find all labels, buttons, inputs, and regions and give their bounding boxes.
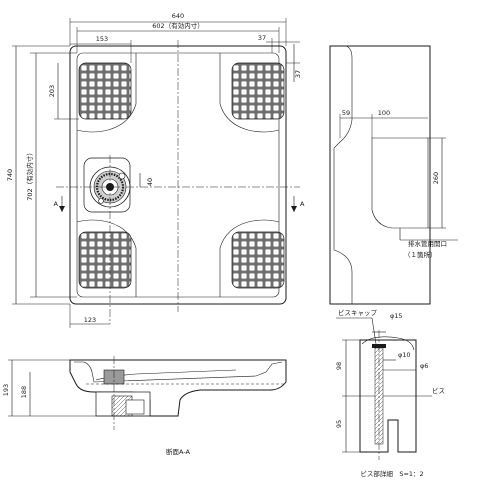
dia-15: φ15 <box>390 312 403 320</box>
screw-detail: ビスキャップ φ15 φ10 φ6 ビス 98 95 ビス部詳細 S=1：2 <box>335 308 445 478</box>
dim-98: 98 <box>335 362 343 370</box>
tray-wall-curve <box>76 219 137 297</box>
dim-640: 640 <box>172 12 184 20</box>
side-outline <box>329 45 431 305</box>
screw-top-curve <box>361 336 415 351</box>
pad-top-right <box>231 62 285 120</box>
section-mark-right: A <box>300 200 305 208</box>
screw-caption: ビス部詳細 S=1：2 <box>360 469 423 478</box>
dim-95: 95 <box>335 420 343 428</box>
dim-740: 740 <box>6 169 14 181</box>
tray-wall-curve <box>76 53 137 133</box>
section-view: 193 188 断面A-A <box>2 356 287 456</box>
dim-260: 260 <box>432 172 440 184</box>
section-mark-left: A <box>54 200 59 208</box>
dim-37-top: 37 <box>294 70 302 78</box>
tray-wall-curve <box>219 219 280 297</box>
screw-label: ビス <box>432 386 445 395</box>
dim-40: 40 <box>146 178 154 186</box>
dim-37-right: 37 <box>258 34 266 42</box>
top-view: 640 602（有効内寸） 153 37 37 203 740 702（有効内寸… <box>6 12 305 328</box>
dim-188: 188 <box>20 386 28 398</box>
dia-6: φ6 <box>420 362 428 370</box>
dim-602: 602（有効内寸） <box>152 21 203 30</box>
side-view: 59 100 260 排水管用開口 （１箇所） <box>329 45 458 305</box>
side-profile <box>330 45 353 304</box>
dim-702: 702（有効内寸） <box>25 149 34 200</box>
section-caption: 断面A-A <box>166 447 191 456</box>
trap-outlet <box>125 399 145 415</box>
cap-label: ビスキャップ <box>338 308 378 317</box>
dia-10: φ10 <box>398 351 411 359</box>
dim-203: 203 <box>48 85 56 97</box>
dim-153: 153 <box>96 35 108 43</box>
opening-label: 排水管用開口 <box>408 239 447 248</box>
dim-100: 100 <box>378 109 390 117</box>
tray-wall-curve <box>219 53 280 133</box>
dim-59: 59 <box>342 109 350 117</box>
dim-123: 123 <box>84 316 96 324</box>
pad-bottom-right <box>231 231 285 289</box>
drain-icon <box>83 157 131 213</box>
section-floor <box>74 361 283 383</box>
pad-bottom-left <box>78 231 132 289</box>
dim-193: 193 <box>2 384 10 396</box>
drain-opening <box>371 137 429 229</box>
pad-top-left <box>78 62 132 120</box>
opening-note: （１箇所） <box>404 250 437 259</box>
